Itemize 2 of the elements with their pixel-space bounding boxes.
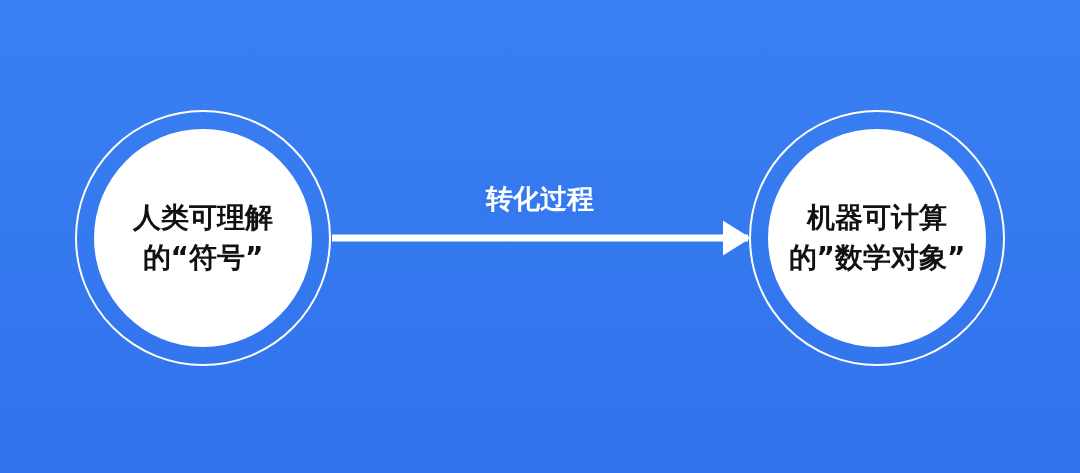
node-text: 机器可计算的”数学对象”	[787, 200, 967, 276]
node-text: 人类可理解的“符号”	[132, 200, 274, 276]
